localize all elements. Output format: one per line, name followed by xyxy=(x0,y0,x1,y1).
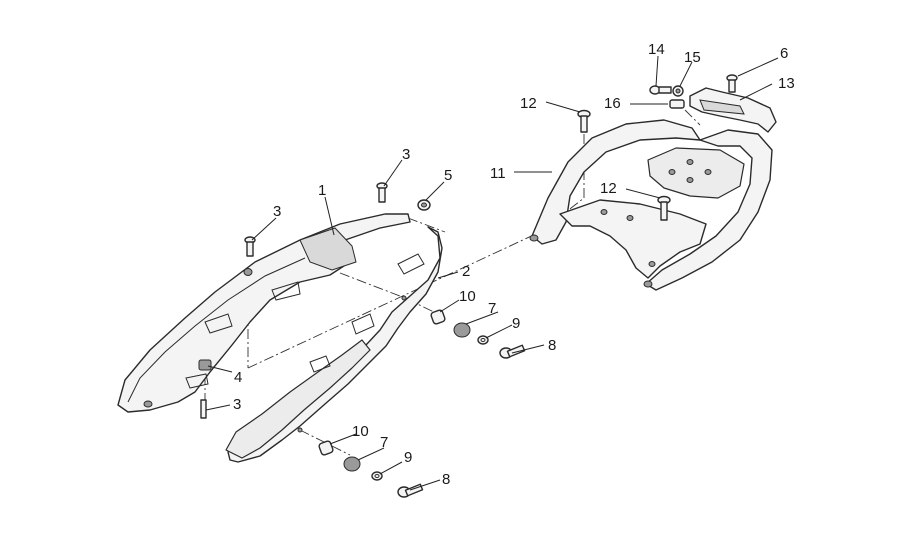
part-2-side-panel xyxy=(225,226,443,463)
part-11-rear-carrier xyxy=(529,119,773,291)
callout-9-lower: 9 xyxy=(404,449,412,466)
part-14-screw xyxy=(649,85,672,95)
callout-labels: 1 2 3 3 3 4 5 6 7 7 8 8 9 9 10 10 11 12 … xyxy=(233,41,795,488)
part-12-screw-mid xyxy=(657,195,671,221)
part-9-washer-upper xyxy=(477,335,489,345)
callout-8-lower: 8 xyxy=(442,471,450,488)
callout-7-upper: 7 xyxy=(488,300,496,317)
callout-8-upper: 8 xyxy=(548,337,556,354)
part-10-bushing-upper xyxy=(430,309,446,325)
callout-10-upper: 10 xyxy=(459,288,476,305)
callout-10-lower: 10 xyxy=(352,423,369,440)
part-3-screw-left xyxy=(244,236,256,257)
part-8-bolt-upper xyxy=(499,344,526,359)
callout-3-upper: 3 xyxy=(402,146,410,163)
part-15-washer xyxy=(672,85,684,97)
part-9-washer-lower xyxy=(371,471,383,481)
part-6-screw xyxy=(726,74,738,93)
part-7-rubber-upper xyxy=(453,322,471,338)
callout-12-mid: 12 xyxy=(600,180,617,197)
part-1-side-fairing-frame xyxy=(117,213,411,413)
callout-11: 11 xyxy=(490,165,506,182)
callout-4: 4 xyxy=(234,369,242,386)
callout-14: 14 xyxy=(648,41,665,58)
callout-15: 15 xyxy=(684,49,701,66)
callout-12-upper: 12 xyxy=(520,95,537,112)
callout-3-left: 3 xyxy=(273,203,281,220)
part-7-rubber-lower xyxy=(343,456,361,472)
callout-1: 1 xyxy=(318,182,326,199)
callout-9-upper: 9 xyxy=(512,315,520,332)
part-8-bolt-lower xyxy=(397,483,424,498)
part-10-bushing-lower xyxy=(318,440,334,456)
callout-13: 13 xyxy=(778,75,795,92)
callout-7-lower: 7 xyxy=(380,434,388,451)
callout-6: 6 xyxy=(780,45,788,62)
callout-5: 5 xyxy=(444,167,452,184)
part-13-handle-bracket xyxy=(689,87,777,133)
part-16-spacer xyxy=(669,99,685,109)
part-4-nut xyxy=(198,359,212,371)
part-5-grommet xyxy=(417,199,431,211)
callout-2: 2 xyxy=(462,263,470,280)
part-3-screw-lower xyxy=(200,399,207,419)
callout-3-lower: 3 xyxy=(233,396,241,413)
part-3-screw-upper xyxy=(376,182,388,203)
leader-lines xyxy=(205,55,779,491)
part-12-screw-upper xyxy=(577,109,591,133)
callout-16: 16 xyxy=(604,95,621,112)
